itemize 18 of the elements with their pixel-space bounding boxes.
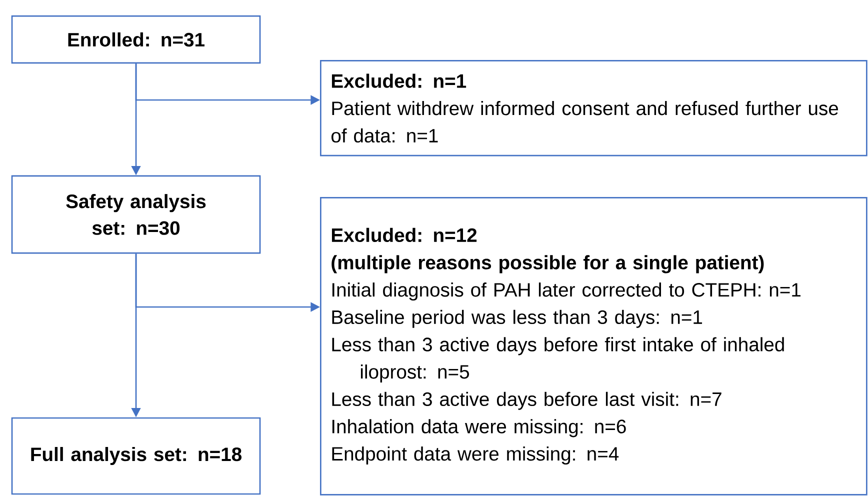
flow-box: [11, 417, 261, 495]
box-heading: Excluded: n=1: [332, 74, 466, 88]
exclusion-reason: Patient withdrew informed consent and refused further use of data: n=1: [332, 101, 838, 143]
exclusion-reason: Endpoint data were missing: n=4: [332, 446, 619, 465]
exclusion-reason: Less than 3 active days before last visit: n=7: [332, 392, 722, 410]
exclusion-box: [320, 197, 868, 496]
exclusion-box: [320, 60, 868, 156]
box-title: Safety analysis set: n=30: [66, 194, 206, 235]
flow-box: [11, 15, 261, 64]
exclusion-reason: Baseline period was less than 3 days: n=1: [332, 310, 702, 328]
flow-box: [11, 175, 261, 254]
box-heading: (multiple reasons possible for a single patient): [332, 255, 764, 274]
box-title: Enrolled: n=31: [68, 32, 204, 47]
exclusion-reason: Less than 3 active days before first intake of inhaled iloprost: n=5: [332, 337, 784, 383]
box-heading: Excluded: n=12: [332, 228, 477, 242]
box-title: Full analysis set: n=18: [31, 446, 242, 465]
exclusion-reason: Inhalation data were missing: n=6: [332, 419, 626, 438]
exclusion-reason: Initial diagnosis of PAH later corrected to CTEPH: n=1: [332, 282, 800, 301]
